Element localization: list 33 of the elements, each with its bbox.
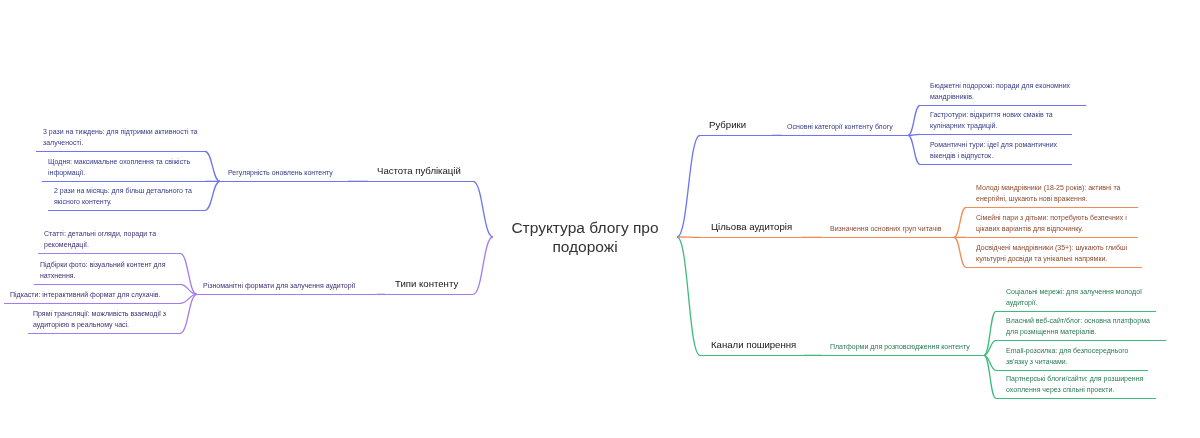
branch-topic: Частота публікацій — [368, 165, 473, 182]
connector-line — [204, 150, 221, 182]
branch-topic: Канали поширення — [700, 339, 804, 356]
connector-line — [376, 293, 386, 295]
connector-line — [204, 180, 221, 211]
connector-line — [179, 293, 198, 334]
connector-line — [801, 236, 823, 238]
connector-line — [204, 180, 221, 182]
connector-line — [472, 236, 494, 295]
connector-line — [907, 104, 921, 136]
connector-line — [179, 252, 198, 295]
connector-line — [347, 180, 369, 182]
connector-line — [771, 134, 783, 136]
connector-line — [953, 236, 967, 268]
connector-line — [676, 236, 701, 238]
connector-line — [907, 134, 921, 165]
connector-line — [676, 134, 701, 238]
connector-line — [179, 293, 198, 304]
connector-line — [983, 339, 997, 356]
connector-line — [983, 310, 997, 356]
connector-line — [179, 283, 198, 295]
connector-line — [803, 354, 823, 356]
connector-line — [676, 236, 701, 356]
branch-topic: Рубрики — [700, 119, 772, 136]
connector-line — [953, 236, 967, 238]
connector-line — [953, 206, 967, 238]
connector-line — [907, 133, 921, 136]
connector-line — [983, 354, 997, 371]
branch-topic: Типи контенту — [385, 278, 473, 295]
central-topic: Структура блогу про подорожі — [493, 217, 677, 257]
branch-topic: Цільова аудиторія — [700, 221, 802, 238]
connector-line — [983, 354, 997, 399]
connector-line — [472, 180, 494, 238]
